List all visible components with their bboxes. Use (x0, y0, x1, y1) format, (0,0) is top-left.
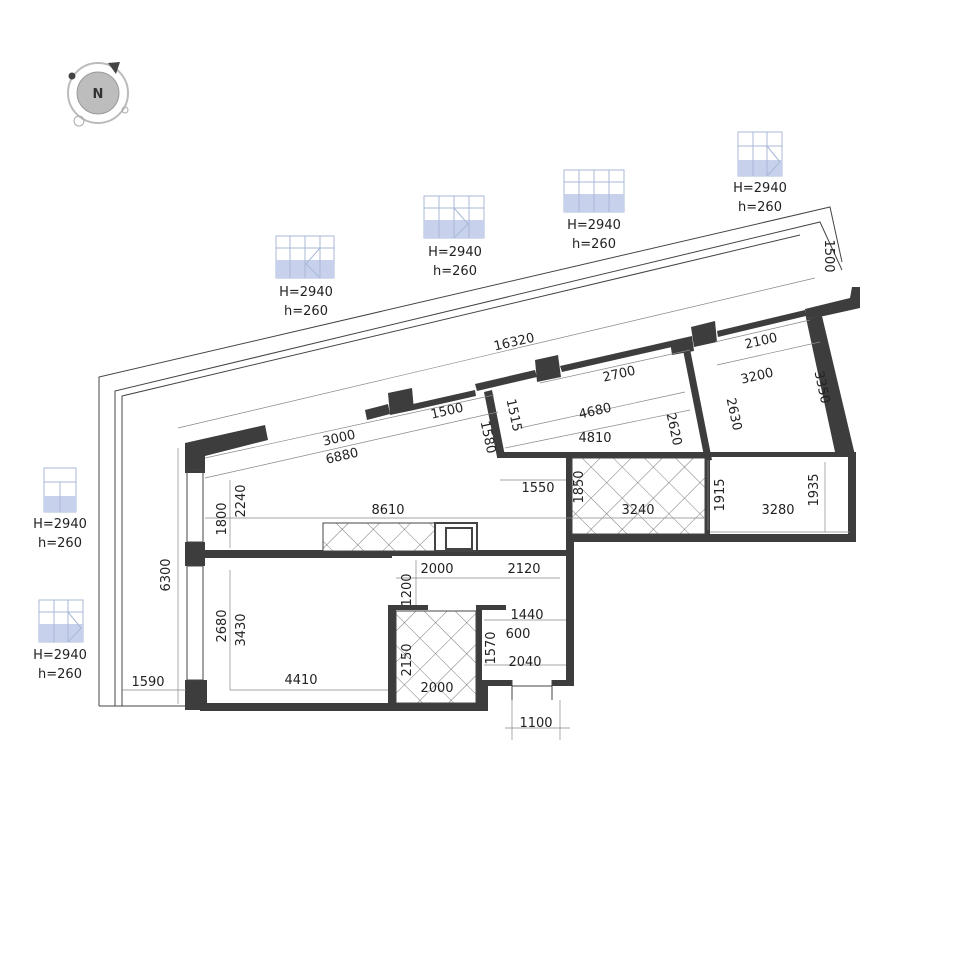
dimension-label: 3430 (234, 613, 249, 646)
window-height-label: H=2940 (567, 218, 621, 233)
sun-icon (73, 115, 85, 127)
compass-north-label: N (93, 87, 104, 102)
dimension-label: 2680 (215, 609, 230, 642)
dimension-label: 16320 (492, 331, 536, 355)
dimension-label: 1800 (215, 502, 230, 535)
compass-dot-icon (68, 72, 76, 80)
dimension-label: 4810 (578, 431, 611, 446)
window-height-label: H=2940 (33, 648, 87, 663)
window-sill-label: h=260 (38, 536, 82, 551)
dimension-label: 6300 (159, 558, 174, 591)
compass-arrow-icon (108, 62, 120, 74)
dimension-label: 1850 (572, 470, 587, 503)
window-height-label: H=2940 (33, 517, 87, 532)
window-sill-label: h=260 (433, 264, 477, 279)
dimension-label: 2150 (400, 643, 415, 676)
dimension-label: 2120 (507, 562, 540, 577)
dimension-label: 1100 (519, 716, 552, 731)
window-sill-label: h=260 (284, 304, 328, 319)
exterior-walls (185, 287, 860, 711)
dimension-label: 2040 (508, 655, 541, 670)
dimension-label: 3350 (811, 370, 833, 405)
window-height-label: H=2940 (733, 181, 787, 196)
window-icon (38, 599, 84, 643)
window-height-label: H=2940 (279, 285, 333, 300)
window-icon (43, 467, 77, 513)
dimension-label: 2630 (723, 397, 745, 432)
dimension-label: 1500 (429, 401, 465, 423)
dimension-label: 4680 (577, 401, 613, 423)
dimension-labels: 16320 1500 2100 3200 2700 4680 4810 1515… (131, 239, 836, 731)
dimension-label: 3000 (321, 428, 357, 450)
dimension-label: 1915 (713, 478, 728, 511)
window-sill-label: h=260 (738, 200, 782, 215)
window-icon (563, 169, 625, 213)
dimension-label: 2700 (601, 364, 637, 386)
tiled-areas (322, 457, 706, 704)
compass: N (67, 62, 129, 127)
window-sill-label: h=260 (572, 237, 616, 252)
dimension-label: 1590 (131, 675, 164, 690)
window-height-label: H=2940 (428, 245, 482, 260)
entrance-door (511, 680, 561, 740)
dimension-label: 1580 (477, 420, 499, 455)
dimension-label: 1570 (484, 631, 499, 664)
window-icon (423, 195, 485, 239)
dimension-label: 6880 (324, 446, 360, 468)
dimension-label: 4410 (284, 673, 317, 688)
dimension-label: 1935 (807, 473, 822, 506)
dimension-label: 1550 (521, 481, 554, 496)
dimension-label: 1500 (821, 239, 836, 272)
dimension-label: 1515 (503, 398, 525, 433)
dimension-label: 3200 (739, 366, 775, 388)
dimension-label: 2100 (743, 331, 779, 353)
window-icon (737, 131, 783, 177)
dimension-label: 2000 (420, 562, 453, 577)
balcony-outline (98, 206, 843, 707)
window-icons (38, 131, 783, 643)
dimension-label: 3240 (621, 503, 654, 518)
dimension-label: 1440 (510, 608, 543, 623)
window-labels: H=2940 h=260 H=2940 h=260 H=2940 h=260 H… (33, 181, 787, 682)
window-icon (275, 235, 335, 279)
dimension-label: 2000 (420, 681, 453, 696)
dimension-label: 8610 (371, 503, 404, 518)
window-sill-label: h=260 (38, 667, 82, 682)
dimension-label: 2240 (234, 484, 249, 517)
dimension-label: 3280 (761, 503, 794, 518)
dimension-label: 600 (506, 627, 531, 642)
dimension-label: 2620 (663, 412, 685, 447)
dimension-lines (122, 277, 850, 729)
dimension-label: 1200 (400, 573, 415, 606)
